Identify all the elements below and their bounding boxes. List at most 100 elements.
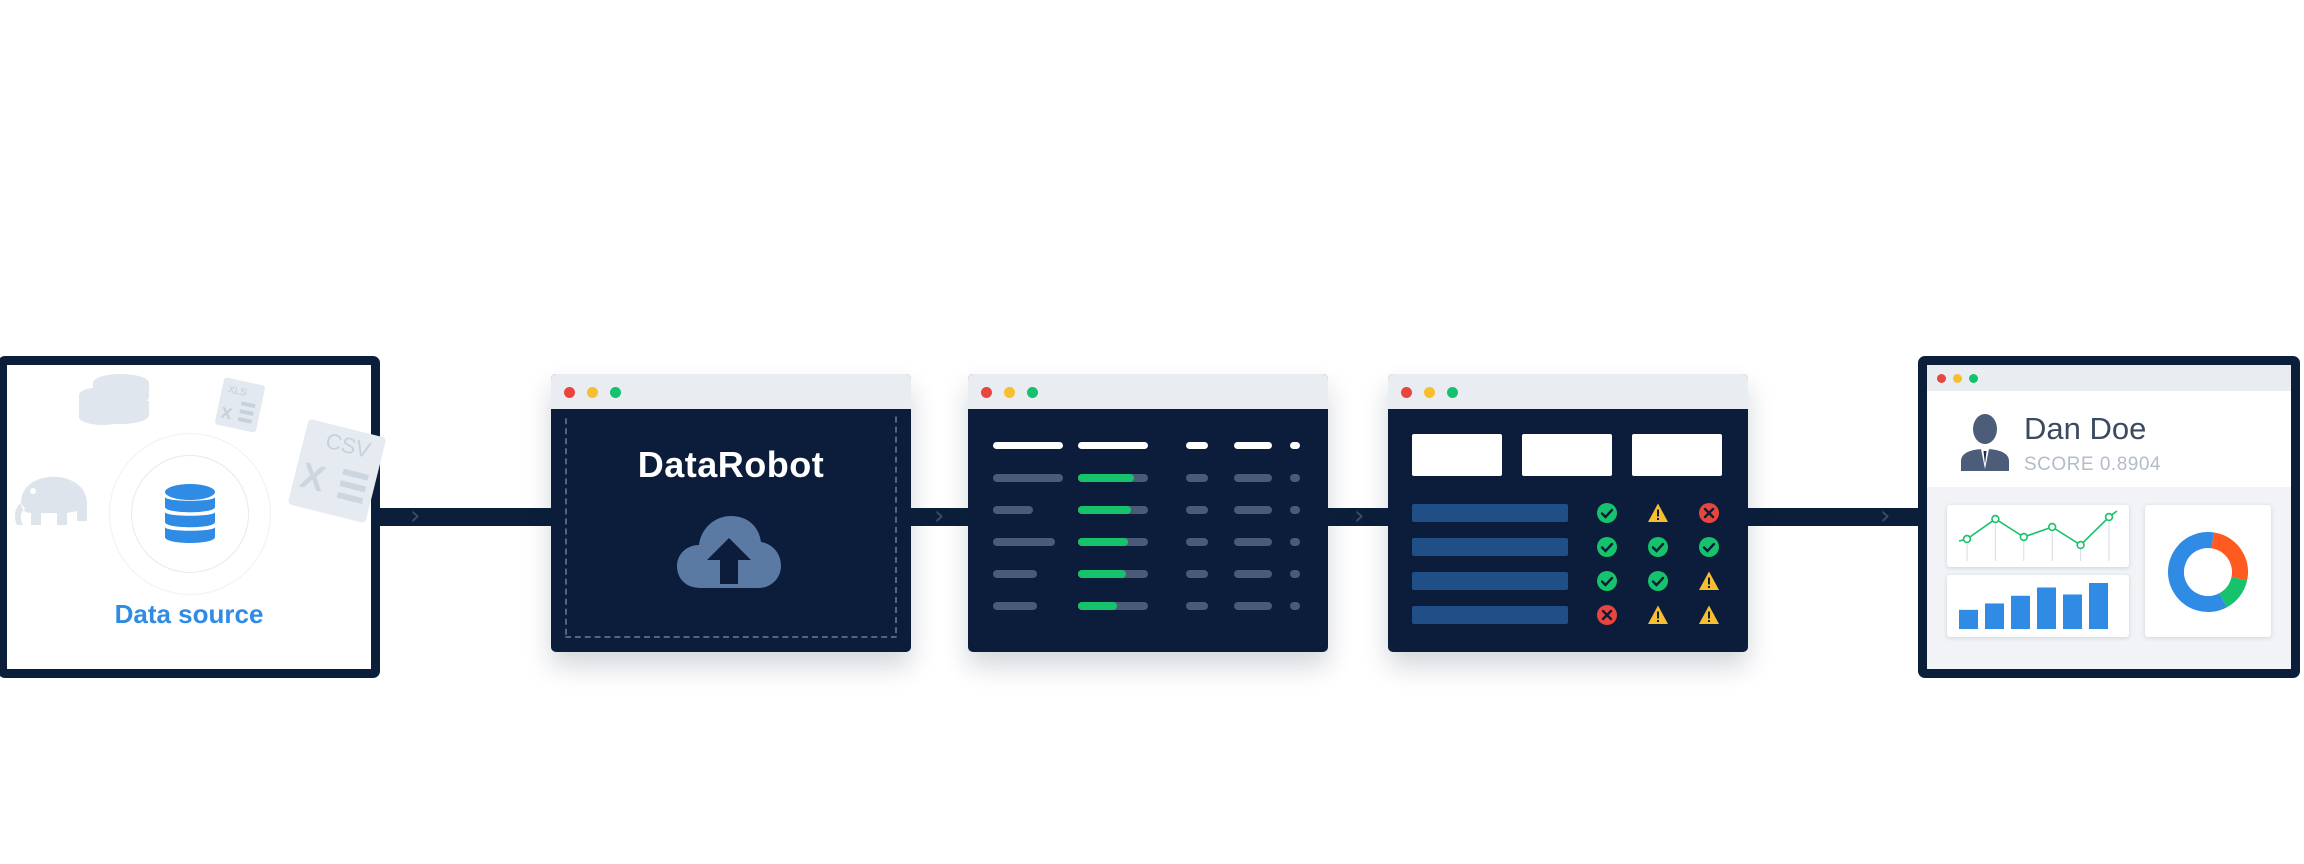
progress-fill (1078, 474, 1134, 482)
close-dot (1937, 374, 1946, 383)
maximize-dot (1969, 374, 1978, 383)
user-avatar-icon (1961, 414, 2009, 471)
data-source-panel: XLS x CSV X Data source (0, 356, 386, 678)
cloud-upload-icon (677, 516, 781, 588)
row-value-bar (1234, 570, 1272, 578)
row-value-bar (1186, 538, 1208, 546)
database-ring (109, 433, 271, 595)
brand-logo: DataRobot (637, 444, 825, 485)
window-titlebar (968, 374, 1328, 409)
header-bar (1078, 442, 1148, 449)
warning-icon (1648, 605, 1668, 624)
bar-mark (2089, 583, 2108, 629)
sparkline-point (2104, 512, 2114, 522)
progress-fill (1078, 506, 1131, 514)
warning-icon (1699, 571, 1719, 590)
sparkline-line (1958, 510, 2118, 547)
chevron-right-icon: › (1880, 501, 1891, 531)
error-icon (1597, 605, 1617, 625)
check-icon (1648, 537, 1668, 557)
maximize-dot (1447, 387, 1458, 398)
sparkline-point (1962, 534, 1972, 544)
row-value-bar (1290, 506, 1300, 514)
row-label-bar (993, 538, 1055, 546)
bar-mark (2063, 594, 2082, 629)
column-header-box[interactable] (1522, 434, 1612, 476)
row-value-bar (1186, 506, 1208, 514)
upload-dropzone[interactable] (565, 414, 897, 638)
check-row-bar (1412, 504, 1568, 522)
minimize-dot (1424, 387, 1435, 398)
check-icon (1597, 503, 1617, 523)
profile-name: Dan Doe (2024, 411, 2147, 446)
row-value-bar (1290, 570, 1300, 578)
window-titlebar (551, 374, 911, 409)
warning-icon (1699, 605, 1719, 624)
svg-text:x: x (219, 400, 234, 424)
progress-fill (1078, 602, 1117, 610)
row-value-bar (1186, 602, 1208, 610)
header-bar (1186, 442, 1208, 449)
xls-file-icon: XLS x (215, 377, 265, 433)
row-value-bar (1186, 570, 1208, 578)
database-icon (165, 484, 215, 543)
chevron-right-icon: › (1354, 501, 1365, 531)
profile-panel: Dan Doe SCORE 0.8904 (1918, 356, 2300, 678)
bar-chart-card (1947, 575, 2129, 637)
upload-window: DataRobot (551, 374, 911, 652)
csv-file-icon: CSV X (288, 419, 386, 523)
donut-slice (2168, 532, 2248, 612)
sparkline-point (2047, 522, 2057, 532)
bar-mark (1959, 609, 1978, 629)
row-value-bar (1290, 602, 1300, 610)
hadoop-elephant-icon (14, 476, 88, 525)
header-bar (993, 442, 1063, 449)
check-icon (1648, 571, 1668, 591)
maximize-dot (610, 387, 621, 398)
progress-fill (1078, 570, 1126, 578)
bar-mark (1985, 603, 2004, 629)
minimize-dot (587, 387, 598, 398)
error-icon (1699, 503, 1719, 523)
check-icon (1597, 571, 1617, 591)
column-header-box[interactable] (1632, 434, 1722, 476)
header-bar (1234, 442, 1272, 449)
close-dot (564, 387, 575, 398)
check-icon (1699, 537, 1719, 557)
mini-bar-chart (1959, 583, 2108, 629)
minimize-dot (1953, 374, 1962, 383)
donut-chart-card (2145, 505, 2271, 637)
row-label-bar (993, 506, 1033, 514)
row-value-bar (1234, 506, 1272, 514)
sparkline-point (1991, 514, 2000, 524)
row-value-bar (1234, 602, 1272, 610)
row-value-bar (1290, 538, 1300, 546)
row-value-bar (1290, 474, 1300, 482)
donut-chart (2168, 532, 2248, 612)
bar-mark (2037, 587, 2056, 629)
data-source-label: Data source (114, 599, 264, 629)
row-label-bar (993, 602, 1037, 610)
profile-score: SCORE 0.8904 (2024, 454, 2161, 475)
row-value-bar (1234, 538, 1272, 546)
row-value-bar (1234, 474, 1272, 482)
header-bar (1290, 442, 1300, 449)
chevron-right-icon: › (934, 501, 945, 531)
check-row-bar (1412, 606, 1568, 624)
sparkline-point (2019, 532, 2029, 542)
check-row-bar (1412, 572, 1568, 590)
warning-icon (1648, 503, 1668, 522)
window-titlebar (1388, 374, 1748, 409)
database-circle (131, 455, 249, 573)
donut-slice (2168, 532, 2248, 612)
minimize-dot (1004, 387, 1015, 398)
xls-label: XLS (227, 384, 248, 399)
sparkline-chart (1958, 510, 2118, 561)
close-dot (981, 387, 992, 398)
chevron-right-icon: › (410, 501, 421, 531)
sparkline-point (2076, 540, 2085, 550)
column-header-box[interactable] (1412, 434, 1502, 476)
maximize-dot (1027, 387, 1038, 398)
check-icon (1597, 537, 1617, 557)
check-row-bar (1412, 538, 1568, 556)
